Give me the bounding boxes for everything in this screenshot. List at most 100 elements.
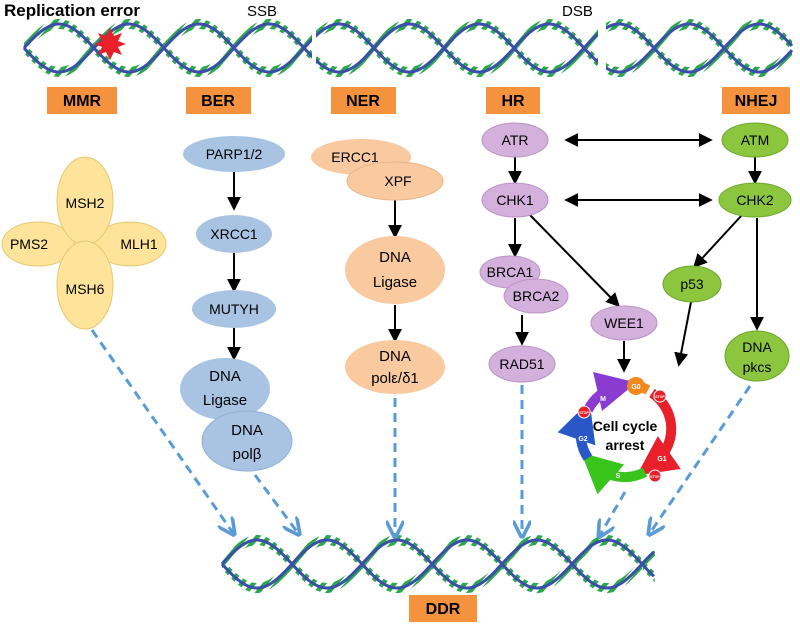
dna-ribbon <box>362 535 432 569</box>
svg-text:G0: G0 <box>631 384 640 391</box>
pathway-box-ber: BER <box>186 87 251 114</box>
dna-ribbon <box>654 19 724 53</box>
cellcycle-to-ddr-arrow <box>600 491 627 535</box>
rad51-node <box>488 345 556 383</box>
svg-text:DDR: DDR <box>426 601 461 618</box>
dna-ribbon <box>234 19 304 53</box>
mutyh-node <box>192 290 276 328</box>
svg-text:STOP: STOP <box>650 475 660 479</box>
dna-ribbon <box>292 559 362 593</box>
dna-ribbon <box>234 43 304 77</box>
dna-ribbon <box>724 19 792 53</box>
dna-ribbon <box>572 535 642 569</box>
ner-column: ERCC1 XPF DNA Ligase DNA polε/δ1 <box>311 139 445 394</box>
ner-dna-ligase-node <box>345 236 445 304</box>
hr-column: ATR CHK1 BRCA1 BRCA2 RAD51 WEE1 <box>479 122 658 383</box>
cell-cycle-arrest-line2: arrest <box>606 437 645 453</box>
svg-text:CHK1: CHK1 <box>496 192 534 208</box>
dna-ribbon <box>432 535 502 569</box>
top-dna-helix <box>22 19 794 77</box>
ber-column: PARP1/2 XRCC1 MUTYH DNA Ligase DNA polβ <box>180 136 293 472</box>
dna-strand <box>22 22 794 74</box>
svg-text:RAD51: RAD51 <box>499 356 544 372</box>
dna-ribbon <box>304 43 374 77</box>
chk2-node <box>718 182 792 218</box>
svg-text:ATM: ATM <box>741 132 770 148</box>
svg-text:DNA: DNA <box>231 422 263 439</box>
ssb-gap <box>312 18 316 78</box>
svg-text:BRCA1: BRCA1 <box>487 264 534 280</box>
svg-text:MLH1: MLH1 <box>120 236 158 252</box>
svg-text:Ligase: Ligase <box>203 392 247 409</box>
dna-ribbon <box>514 43 584 77</box>
p53-node <box>662 265 722 303</box>
mmr-to-ddr-arrow <box>90 329 233 533</box>
svg-text:ERCC1: ERCC1 <box>331 149 379 165</box>
stop-sign-icon <box>648 469 662 483</box>
svg-text:M: M <box>600 396 606 403</box>
dna-pkcs-node <box>724 330 790 382</box>
pathway-box-nhej: NHEJ <box>722 87 790 114</box>
ssb-label: SSB <box>247 3 277 20</box>
stop-sign-icon <box>577 405 591 419</box>
svg-text:MSH2: MSH2 <box>66 195 105 211</box>
dna-ribbon <box>444 43 514 77</box>
dna-ribbon <box>654 43 724 77</box>
pathway-box-ner: NER <box>331 87 396 114</box>
ber-to-ddr-arrow <box>253 474 298 533</box>
nhej-column: ATM CHK2 p53 DNA pkcs <box>662 122 792 382</box>
dna-ribbon <box>304 19 374 53</box>
svg-text:HR: HR <box>501 93 525 110</box>
svg-text:DNA: DNA <box>379 348 411 365</box>
mmr-complex: PMS2 MLH1 MSH2 MSH6 <box>1 156 167 330</box>
stop-sign-icon <box>653 389 667 403</box>
svg-text:Ligase: Ligase <box>373 274 417 291</box>
pathway-box-ddr: DDR <box>409 595 477 622</box>
dna-ribbon <box>502 535 572 569</box>
svg-text:MMR: MMR <box>63 93 102 110</box>
dna-polb-node <box>201 410 293 472</box>
svg-text:NER: NER <box>346 93 380 110</box>
dna-ribbon <box>222 559 292 593</box>
dsb-label: DSB <box>562 3 593 20</box>
cycle-segment-m <box>583 371 637 413</box>
ddr-dashed-arrows <box>90 329 752 535</box>
svg-text:BRCA2: BRCA2 <box>513 288 560 304</box>
msh6-node <box>56 240 114 330</box>
replication-error-burst-icon <box>94 28 126 60</box>
replication-error-label: Replication error <box>4 1 140 20</box>
dna-ribbon <box>374 19 444 53</box>
svg-text:PMS2: PMS2 <box>10 236 48 252</box>
dna-ribbon <box>432 559 502 593</box>
svg-text:G2: G2 <box>578 436 587 443</box>
dna-ribbon <box>724 43 792 77</box>
cell-cycle-arrest-line1: Cell cycle <box>593 418 658 434</box>
dna-ribbon <box>222 535 292 569</box>
dna-ribbon <box>374 43 444 77</box>
pathway-box-hr: HR <box>486 87 540 114</box>
svg-text:STOP: STOP <box>655 395 665 399</box>
svg-text:S: S <box>616 473 621 480</box>
dna-ribbon <box>572 559 642 593</box>
svg-text:STOP: STOP <box>579 411 589 415</box>
atr-node <box>481 122 549 158</box>
dna-strand <box>220 538 656 590</box>
dna-ribbon <box>94 19 164 53</box>
svg-text:DNA: DNA <box>742 339 772 355</box>
svg-text:DNA: DNA <box>209 368 241 385</box>
svg-text:MSH6: MSH6 <box>66 281 105 297</box>
svg-text:G1: G1 <box>657 456 666 463</box>
dna-ribbon <box>444 19 514 53</box>
svg-text:WEE1: WEE1 <box>604 315 644 331</box>
svg-text:pkcs: pkcs <box>743 359 772 375</box>
xrcc1-node <box>196 215 272 253</box>
svg-text:ATR: ATR <box>502 132 529 148</box>
svg-text:XPF: XPF <box>384 173 411 189</box>
dna-ribbon <box>362 559 432 593</box>
cycle-segment-g2 <box>557 401 596 461</box>
svg-text:NHEJ: NHEJ <box>735 93 778 110</box>
dna-strand <box>22 22 794 74</box>
g0-marker <box>627 377 645 395</box>
dsb-gap <box>598 18 606 100</box>
parp-node <box>183 136 285 172</box>
